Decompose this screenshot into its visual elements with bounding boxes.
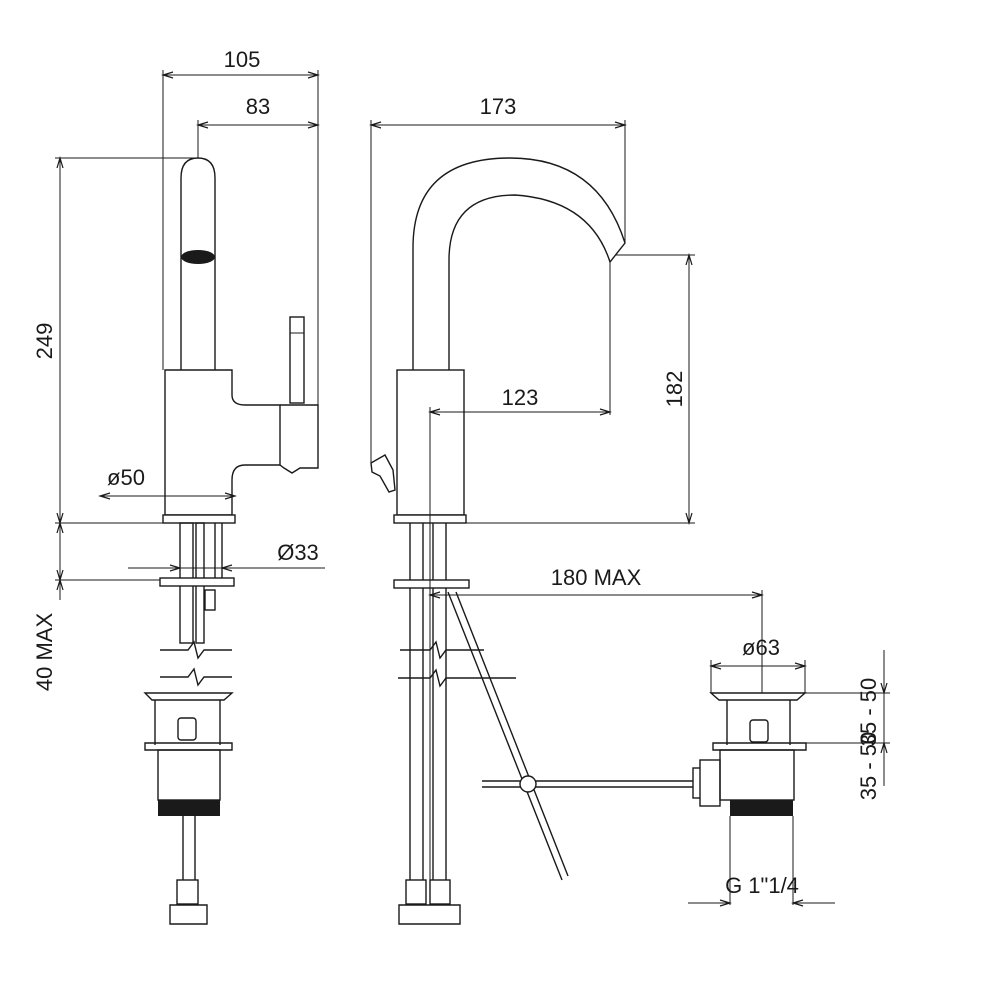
pop-up-waste <box>709 692 807 816</box>
side-view-faucet <box>143 157 319 925</box>
dim-waste-height-2: 35 - 50 <box>856 732 881 801</box>
dim-width-spout: 83 <box>246 94 270 119</box>
dim-spout-offset: 123 <box>502 385 539 410</box>
dim-shank-diameter: Ø33 <box>277 540 319 565</box>
dim-width-total: 105 <box>224 47 261 72</box>
dim-base-diameter: ø50 <box>107 465 145 490</box>
front-view-faucet <box>370 157 721 925</box>
aerator-icon <box>181 250 215 264</box>
dim-waste-height-1: 35 - 50 <box>856 678 881 747</box>
front-view-dimensions: 173 123 182 180 MAX ø63 35 - 50 35 - 50 … <box>371 94 890 905</box>
dim-waste-thread: G 1"1/4 <box>725 873 799 898</box>
dim-waste-diameter: ø63 <box>742 635 780 660</box>
dim-rod-max: 180 MAX <box>551 565 642 590</box>
dim-height-total: 249 <box>32 323 57 360</box>
side-view-dimensions: 105 83 249 ø50 Ø33 40 MAX <box>32 47 325 691</box>
dim-spout-height: 182 <box>662 371 687 408</box>
dim-max-deck: 40 MAX <box>32 613 57 692</box>
dim-reach: 173 <box>480 94 517 119</box>
